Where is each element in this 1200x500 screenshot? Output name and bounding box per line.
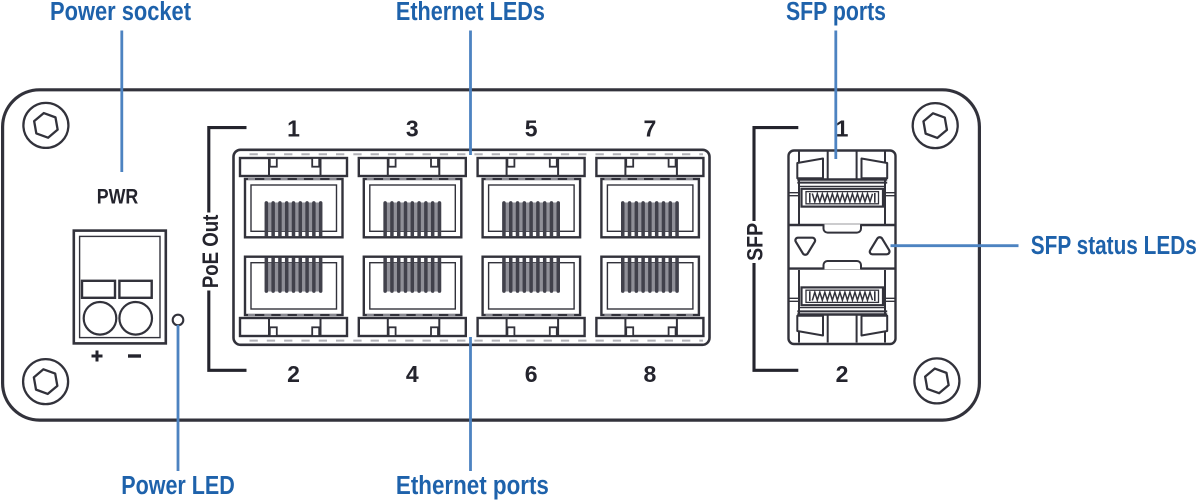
- svg-text:2: 2: [836, 361, 849, 387]
- svg-text:Ethernet LEDs: Ethernet LEDs: [396, 0, 545, 26]
- svg-text:1: 1: [287, 116, 300, 142]
- svg-text:Ethernet ports: Ethernet ports: [396, 472, 549, 500]
- svg-text:6: 6: [525, 361, 538, 387]
- svg-text:SFP ports: SFP ports: [786, 0, 886, 26]
- svg-text:5: 5: [525, 116, 538, 142]
- svg-text:3: 3: [406, 116, 419, 142]
- svg-text:PoE Out: PoE Out: [198, 214, 223, 288]
- svg-text:2: 2: [287, 361, 300, 387]
- svg-text:Power socket: Power socket: [50, 0, 191, 26]
- svg-text:8: 8: [644, 361, 657, 387]
- svg-text:1: 1: [836, 116, 849, 142]
- svg-text:SFP: SFP: [743, 223, 768, 261]
- svg-text:SFP status LEDs: SFP status LEDs: [1031, 232, 1197, 260]
- svg-text:4: 4: [406, 361, 419, 387]
- svg-text:PWR: PWR: [97, 185, 139, 208]
- svg-text:7: 7: [644, 116, 657, 142]
- svg-text:Power LED: Power LED: [121, 472, 235, 500]
